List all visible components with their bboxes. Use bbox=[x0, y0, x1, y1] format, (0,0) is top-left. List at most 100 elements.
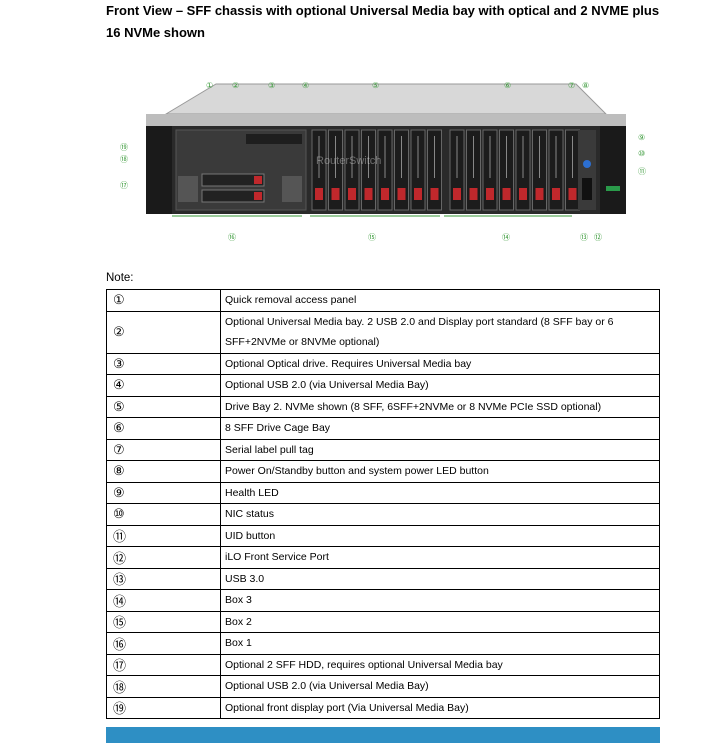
callout-14: ⑭ bbox=[502, 233, 510, 242]
legend-description: NIC status bbox=[220, 503, 660, 526]
drive-release-latch bbox=[453, 188, 461, 200]
callout-5: ⑤ bbox=[372, 81, 379, 90]
note-label: Note: bbox=[106, 272, 134, 284]
legend-description: Serial label pull tag bbox=[220, 438, 660, 461]
legend-number: ⑦ bbox=[106, 438, 221, 461]
legend-number: ⑭ bbox=[106, 589, 221, 612]
legend-number: ⑬ bbox=[106, 567, 221, 590]
drive-release-latch bbox=[348, 188, 356, 200]
legend-description: USB 3.0 bbox=[220, 567, 660, 590]
legend-number: ⑰ bbox=[106, 653, 221, 676]
hpe-logo bbox=[606, 186, 620, 191]
callout-4: ④ bbox=[302, 81, 309, 90]
drive-bays bbox=[311, 129, 580, 211]
drive-release-latch bbox=[502, 188, 511, 200]
legend-number: ⑮ bbox=[106, 610, 221, 633]
right-rack-ear bbox=[600, 126, 626, 214]
legend-description: Optional front display port (Via Univers… bbox=[220, 696, 660, 719]
legend-number: ② bbox=[106, 310, 221, 354]
callout-19: ⑲ bbox=[120, 143, 128, 152]
legend-number: ⑨ bbox=[106, 481, 221, 504]
legend-number: ⑫ bbox=[106, 546, 221, 569]
page-title: Front View – SFF chassis with optional U… bbox=[106, 3, 660, 40]
drive-release-latch bbox=[486, 188, 494, 200]
drive-release-latch bbox=[397, 188, 406, 200]
legend-number: ④ bbox=[106, 374, 221, 397]
callout-6: ⑥ bbox=[504, 81, 511, 90]
callout-7: ⑦ bbox=[568, 81, 575, 90]
drive-release-latch bbox=[315, 188, 323, 200]
legend-description: 8 SFF Drive Cage Bay bbox=[220, 417, 660, 440]
legend-description: Optional USB 2.0 (via Universal Media Ba… bbox=[220, 675, 660, 698]
drive-led-1 bbox=[254, 176, 262, 184]
legend-number: ③ bbox=[106, 352, 221, 375]
callout-15: ⑮ bbox=[368, 233, 376, 242]
sff-drive-2 bbox=[201, 189, 265, 203]
drive-release-latch bbox=[568, 188, 577, 200]
left-rack-ear bbox=[146, 126, 172, 214]
legend-description: Optional Universal Media bay. 2 USB 2.0 … bbox=[220, 310, 660, 354]
drive-led-2 bbox=[254, 192, 262, 200]
drive-release-latch bbox=[364, 188, 373, 200]
legend-number: ⑤ bbox=[106, 395, 221, 418]
watermark: RouterSwitch bbox=[316, 155, 381, 167]
callout-10: ⑩ bbox=[638, 149, 645, 158]
drive-release-latch bbox=[469, 188, 478, 200]
drive-release-latch bbox=[552, 188, 560, 200]
callout-9: ⑨ bbox=[638, 133, 645, 142]
legend-number: ⑱ bbox=[106, 675, 221, 698]
legend-description: Power On/Standby button and system power… bbox=[220, 460, 660, 483]
legend-description: UID button bbox=[220, 524, 660, 547]
legend-number: ⑧ bbox=[106, 460, 221, 483]
callout-1: ① bbox=[206, 81, 213, 90]
optical-drive bbox=[246, 134, 302, 144]
legend-description: Optional 2 SFF HDD, requires optional Un… bbox=[220, 653, 660, 676]
callout-3: ③ bbox=[268, 81, 275, 90]
chassis-bezel-top bbox=[146, 114, 626, 126]
legend-description: Health LED bbox=[220, 481, 660, 504]
drive-release-latch bbox=[381, 188, 389, 200]
callout-2: ② bbox=[232, 81, 239, 90]
drive-release-latch bbox=[519, 188, 527, 200]
legend-number: ⑥ bbox=[106, 417, 221, 440]
uid-button bbox=[583, 160, 591, 168]
legend-description: Box 3 bbox=[220, 589, 660, 612]
server-front-view-figure: ① ② ③ ④ ⑤ ⑥ ⑦ ⑧ ⑨ ⑩ ⑪ ⑲ ⑱ ⑰ ⑯ ⑮ ⑭ ⑬ ⑫ Ro… bbox=[120, 81, 646, 242]
legend-number: ⑩ bbox=[106, 503, 221, 526]
legend-description: Box 2 bbox=[220, 610, 660, 633]
callout-12: ⑫ bbox=[594, 233, 602, 242]
callout-17: ⑰ bbox=[120, 181, 128, 190]
usb-3-port bbox=[582, 178, 592, 200]
legend-number: ⑪ bbox=[106, 524, 221, 547]
drive-release-latch bbox=[331, 188, 340, 200]
legend-description: iLO Front Service Port bbox=[220, 546, 660, 569]
callout-13: ⑬ bbox=[580, 233, 588, 242]
legend-description: Box 1 bbox=[220, 632, 660, 655]
callout-18: ⑱ bbox=[120, 155, 128, 164]
legend-description: Optional USB 2.0 (via Universal Media Ba… bbox=[220, 374, 660, 397]
legend-number: ① bbox=[106, 289, 221, 312]
vent-left bbox=[178, 176, 198, 202]
drive-release-latch bbox=[535, 188, 544, 200]
drive-release-latch bbox=[430, 188, 439, 200]
legend-description: Quick removal access panel bbox=[220, 289, 660, 312]
drive-release-latch bbox=[414, 188, 422, 200]
